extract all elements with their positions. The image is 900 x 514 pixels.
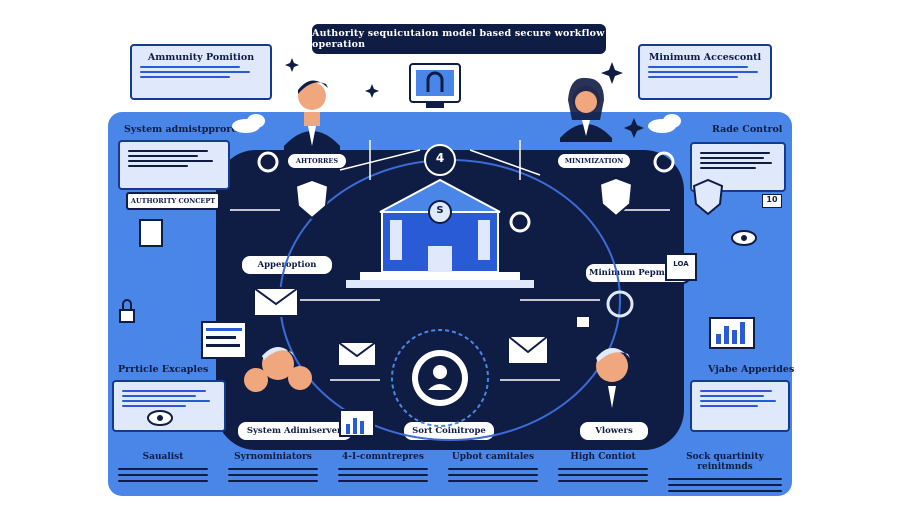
monitor-icon [409,63,461,108]
practice-title: Prrticle Excaples [118,364,209,375]
viable-title: Vjabe Apperides [708,364,795,375]
tag-appropriation: Apperoption [240,254,334,276]
person-bottom-left-group [240,347,316,412]
person-bottom-right [584,348,640,414]
card-practice [112,380,226,432]
envelope-icon [253,287,549,367]
bottom-col-2: Syrnominiators [218,452,328,486]
sparkle-icon [285,58,644,138]
orbit-ring-lock [391,329,489,427]
document-icon [139,219,697,359]
bottom-col-4: Upbot camitales [438,452,548,486]
cloud-icon [232,114,681,133]
shield-icon [294,176,724,220]
tag-sort-container: Sort Coinitrope [402,420,496,442]
authority-concept-tag: AUTHORITY CONCEPT [126,192,220,210]
person-top-left [284,80,340,150]
bottom-col-1: Saualist [108,452,218,486]
tag-minimization: MINIMIZATION [556,152,632,170]
card-system-admin [118,140,230,190]
code-loa: LOA [673,260,689,268]
building-letter: S [436,205,444,216]
bottom-col-6: Sock quartinity reinitmnds [658,452,792,496]
lock-icon [119,299,591,329]
code-10: 10 [762,194,782,208]
chart-icon [339,317,755,437]
gear-icon [257,151,675,318]
tag-ahtorres: AHTORRES [286,152,348,170]
role-control-title: Rade Control [712,124,783,135]
user-circle-icon [412,350,468,406]
bottom-col-5: High Contiot [548,452,658,486]
step-number: 4 [435,151,445,165]
card-top-right: Minimum Accescontl [638,44,772,100]
card-viable [690,380,790,432]
connectors [230,140,670,381]
eye-icon [147,230,757,426]
card-top-left: Ammunity Pomition [130,44,272,100]
person-top-right [560,77,612,142]
step-number-circle [424,144,456,176]
page-title: Authority sequicutaion model based secur… [312,24,606,54]
building-icon [346,178,534,288]
system-admin-title: System admistpprores [124,124,243,135]
tag-viewers: Vlowers [578,420,650,442]
bottom-col-3: 4-I-comntrepres [328,452,438,486]
